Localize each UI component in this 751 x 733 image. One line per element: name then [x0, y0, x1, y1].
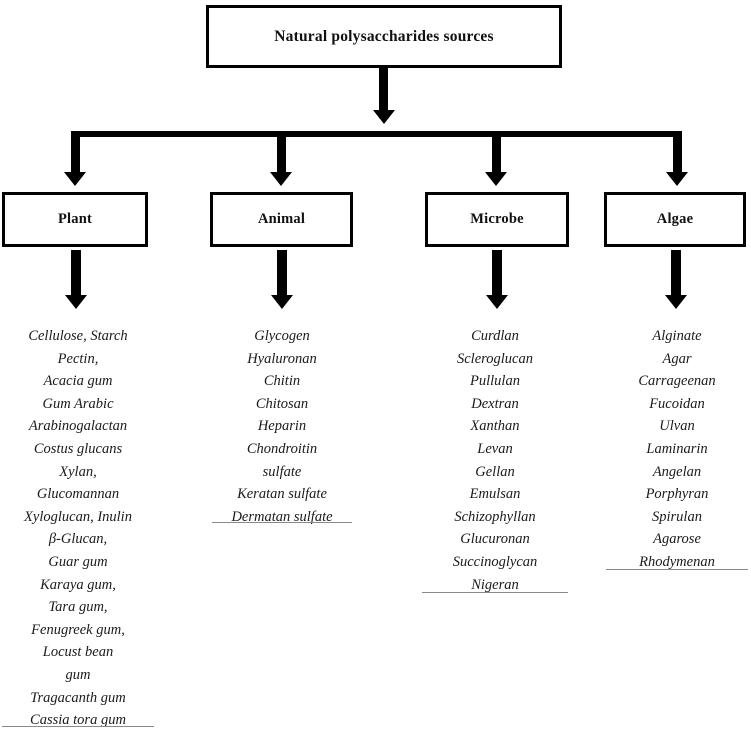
list-item: Gellan — [475, 463, 515, 480]
category-box-animal: Animal — [210, 192, 353, 247]
bus-drop-shaft-animal — [277, 131, 286, 174]
list-item: Carrageenan — [638, 373, 716, 390]
category-label-animal: Animal — [257, 210, 306, 227]
list-item: Tara gum, — [48, 599, 108, 616]
list-item: Alginate — [652, 328, 702, 344]
category-box-algae: Algae — [604, 192, 746, 247]
bus-drop-arrowhead-icon-microbe — [485, 172, 507, 186]
bus-drop-arrowhead-icon-animal — [270, 172, 292, 186]
list-connector-arrowhead-icon-algae — [665, 295, 687, 309]
list-item: Fucoidan — [649, 395, 705, 412]
list-connector-arrowhead-icon-animal — [271, 295, 293, 309]
list-item: Laminarin — [646, 440, 708, 457]
list-item: Pectin, — [57, 350, 99, 367]
list-item: Acacia gum — [43, 373, 113, 390]
list-item: Xanthan — [470, 418, 520, 435]
list-item: Guar gum — [48, 553, 108, 570]
list-item: Ulvan — [659, 418, 695, 435]
category-box-microbe: Microbe — [425, 192, 569, 247]
list-item: Agar — [662, 350, 692, 367]
list-item: sulfate — [262, 463, 302, 480]
list-item: Costus glucans — [33, 440, 123, 457]
category-label-algae: Algae — [656, 210, 694, 227]
list-item: gum — [65, 666, 91, 683]
list-connector-shaft-plant — [71, 250, 81, 299]
list-item: Locust bean — [42, 644, 114, 661]
list-connector-arrowhead-icon-microbe — [486, 295, 508, 309]
list-item: Pullulan — [470, 373, 520, 390]
list-item: Rhodymenan — [639, 553, 715, 570]
list-item: Succinoglycan — [452, 553, 538, 570]
list-item: Dextran — [471, 395, 519, 412]
list-item: Spirulan — [652, 508, 702, 525]
list-connector-shaft-algae — [671, 250, 681, 299]
list-item: Emulsan — [469, 486, 521, 503]
list-underline-animal — [212, 522, 352, 523]
list-item: Nigeran — [471, 576, 519, 593]
list-item: Hyaluronan — [247, 350, 317, 367]
root-connector-arrowhead-icon — [373, 110, 395, 124]
bus-drop-shaft-algae — [673, 131, 682, 174]
list-item: β-Glucan, — [48, 531, 108, 548]
root-node-label: Natural polysaccharides sources — [274, 27, 494, 45]
list-item: Chitosan — [255, 395, 309, 412]
list-connector-shaft-animal — [277, 250, 287, 299]
list-item: Cassia tora gum — [30, 712, 126, 729]
list-item: Scleroglucan — [457, 350, 533, 367]
bus-drop-shaft-plant — [71, 131, 80, 174]
category-box-plant: Plant — [2, 192, 148, 247]
list-item: Porphyran — [645, 486, 709, 503]
list-underline-plant — [2, 726, 154, 727]
list-connector-shaft-microbe — [492, 250, 502, 299]
list-item: Heparin — [257, 418, 307, 435]
bus-drop-arrowhead-icon-algae — [666, 172, 688, 186]
list-item: Arabinogalactan — [28, 418, 128, 435]
list-item: Cellulose, Starch — [28, 328, 128, 344]
root-connector-shaft — [379, 68, 388, 112]
list-item: Chitin — [263, 373, 301, 390]
list-item: Dermatan sulfate — [231, 508, 333, 525]
bus-drop-arrowhead-icon-plant — [64, 172, 86, 186]
list-item: Keratan sulfate — [237, 486, 327, 503]
list-item: Glucomannan — [36, 486, 120, 503]
list-item: Xyloglucan, Inulin — [24, 508, 132, 525]
list-item: Chondroitin — [246, 440, 318, 457]
distribution-bus-line — [71, 131, 682, 137]
list-item: Tragacanth gum — [30, 689, 126, 706]
list-item: Glucuronan — [460, 531, 530, 548]
category-label-plant: Plant — [57, 210, 93, 227]
list-item: Fenugreek gum, — [31, 621, 125, 638]
root-node-box: Natural polysaccharides sources — [206, 5, 562, 68]
list-item: Levan — [477, 440, 513, 457]
list-item: Xylan, — [59, 463, 97, 480]
list-item: Agarose — [653, 531, 701, 548]
list-underline-algae — [606, 569, 748, 570]
list-item: Karaya gum, — [40, 576, 116, 593]
list-item: Curdlan — [471, 328, 519, 344]
list-item: Schizophyllan — [454, 508, 536, 525]
category-label-microbe: Microbe — [470, 210, 524, 227]
list-item: Gum Arabic — [42, 395, 114, 412]
list-item: Glycogen — [254, 328, 310, 344]
bus-drop-shaft-microbe — [492, 131, 501, 174]
list-underline-microbe — [422, 592, 568, 593]
list-item: Angelan — [652, 463, 702, 480]
list-connector-arrowhead-icon-plant — [65, 295, 87, 309]
